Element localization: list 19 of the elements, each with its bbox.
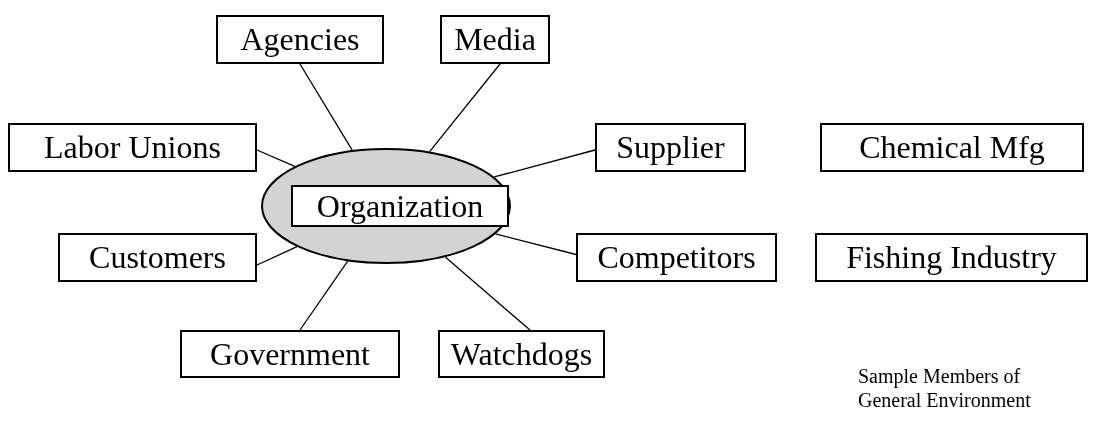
connector-line bbox=[444, 256, 531, 331]
connector-line bbox=[256, 246, 298, 266]
stakeholder-box: Competitors bbox=[576, 233, 777, 282]
connector-line bbox=[299, 260, 349, 331]
stakeholder-box: Organization bbox=[291, 185, 509, 227]
connector-line bbox=[256, 149, 296, 168]
connector-line bbox=[299, 63, 353, 151]
stakeholder-box: Government bbox=[180, 330, 400, 378]
stakeholder-box: Fishing Industry bbox=[815, 233, 1088, 282]
connector-line bbox=[429, 63, 501, 153]
stakeholder-box: Watchdogs bbox=[438, 330, 605, 378]
note-text: Sample Members of General Environment bbox=[858, 364, 1032, 412]
stakeholder-box: Agencies bbox=[216, 15, 384, 64]
stakeholder-box: Supplier bbox=[595, 123, 746, 172]
stakeholder-box: Media bbox=[440, 15, 550, 64]
connector-line bbox=[493, 149, 596, 178]
stakeholder-box: Customers bbox=[58, 233, 257, 282]
stakeholder-box: Labor Unions bbox=[8, 123, 257, 172]
stakeholder-box: Chemical Mfg bbox=[820, 123, 1084, 172]
